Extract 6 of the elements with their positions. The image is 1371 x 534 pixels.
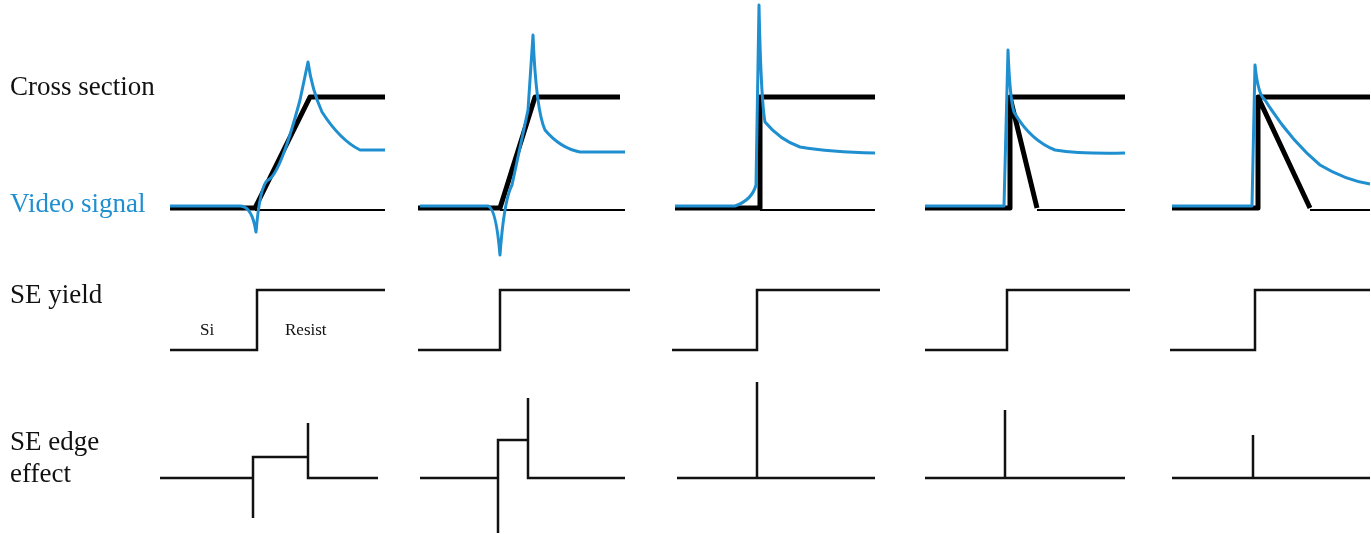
region-label: Si <box>200 320 215 340</box>
row-label: Video signal <box>10 187 146 219</box>
row-label: SE edge effect <box>10 425 101 489</box>
row-label: SE yield <box>10 278 103 310</box>
row-label: Cross section <box>10 70 155 102</box>
region-label: Resist <box>285 320 327 340</box>
